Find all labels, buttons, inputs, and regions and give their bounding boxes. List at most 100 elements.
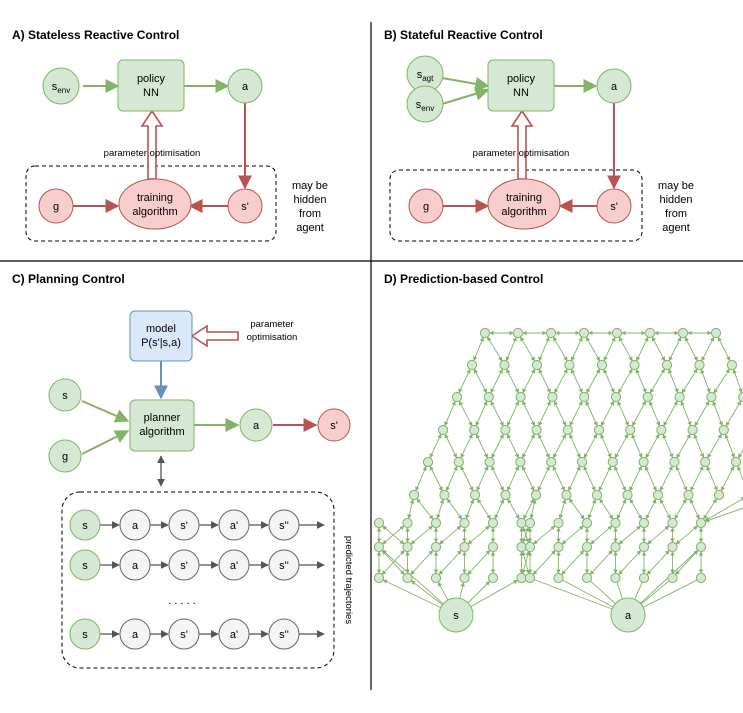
- lattice-edge: [659, 498, 671, 520]
- lattice-node: [479, 327, 491, 339]
- lattice-node: [576, 456, 588, 468]
- trajectory-node-label: s'': [279, 560, 289, 572]
- lattice-node: [706, 391, 717, 403]
- panel-b-title: B) Stateful Reactive Control: [384, 28, 543, 42]
- training-label: training: [506, 192, 542, 204]
- lattice-edge: [645, 498, 657, 520]
- lattice-edge: [725, 400, 742, 427]
- trajectory-node: [218, 618, 250, 650]
- lattice-node: [466, 359, 478, 371]
- param-opt-label-1: parameter: [250, 319, 293, 330]
- lattice-edge: [704, 495, 743, 523]
- lattice-edge: [724, 433, 736, 459]
- lattice-node: [726, 359, 738, 371]
- lattice-edge: [712, 400, 723, 427]
- lattice-node: [531, 424, 542, 436]
- trajectory-node-label: a: [132, 520, 139, 532]
- lattice-edge: [506, 465, 519, 492]
- lattice-edge: [553, 400, 567, 427]
- lattice-edge: [700, 368, 711, 394]
- lattice-edge: [662, 433, 674, 459]
- hidden-line-1: may be: [658, 180, 694, 192]
- lattice-node: [545, 327, 557, 339]
- lattice-node: [408, 489, 420, 501]
- hidden-line-2: hidden: [293, 194, 326, 206]
- lattice-edge: [552, 465, 565, 492]
- goal-label: g: [423, 201, 429, 213]
- panel-a-title: A) Stateless Reactive Control: [12, 28, 179, 42]
- lattice-edge: [668, 336, 682, 362]
- next-state-node: [227, 188, 263, 224]
- s-agt-label: sagt: [417, 69, 434, 83]
- lattice-edge: [537, 465, 550, 492]
- lattice-node: [610, 572, 621, 584]
- lattice-edge: [477, 498, 491, 520]
- lattice-node: [579, 391, 590, 403]
- lattice-edge: [713, 368, 730, 394]
- lattice-edge: [475, 433, 489, 459]
- trajectory-node: [119, 549, 151, 581]
- policy-nn-box: [487, 59, 555, 112]
- trajectory-node: [69, 549, 101, 581]
- lattice-edge: [467, 550, 491, 575]
- trajectory-node-label: a: [132, 560, 139, 572]
- lattice-edge: [538, 400, 551, 427]
- s-label: s: [453, 610, 459, 622]
- lattice-node: [546, 456, 557, 468]
- lattice-node: [524, 572, 536, 584]
- lattice-node: [430, 541, 442, 553]
- lattice-node: [695, 517, 707, 529]
- lattice-node: [451, 391, 463, 403]
- lattice-edge: [694, 400, 710, 427]
- lattice-edge: [732, 368, 743, 394]
- lattice-edge: [616, 498, 627, 520]
- lattice-edge: [473, 336, 484, 362]
- next-state-label: s': [330, 420, 338, 432]
- lattice-edge: [659, 465, 673, 492]
- lattice-node: [718, 424, 729, 436]
- lattice-node: [561, 489, 572, 501]
- lattice-node: [553, 541, 564, 553]
- lattice-edge: [629, 498, 643, 520]
- goal-node: [408, 188, 444, 224]
- lattice-edge: [668, 368, 679, 394]
- lattice-node: [402, 572, 413, 584]
- action-label: a: [611, 81, 618, 93]
- lattice-edge: [629, 465, 642, 492]
- lattice-edge: [737, 465, 743, 492]
- goal-node: [38, 188, 74, 224]
- trajectory-node-label: s: [82, 629, 88, 641]
- lattice-edge: [598, 465, 612, 492]
- lattice-node: [610, 541, 621, 553]
- planner-algorithm-box: [129, 399, 195, 452]
- model-label: model: [146, 323, 176, 335]
- parameter-optimisation-arrow: [140, 109, 164, 180]
- lattice-edge: [429, 433, 442, 459]
- edge-senv-policy: [441, 86, 490, 105]
- lattice-node: [516, 541, 527, 553]
- lattice-edge: [416, 498, 434, 520]
- lattice-edge: [649, 368, 666, 394]
- lattice-node: [611, 327, 623, 339]
- action-label: a: [625, 610, 632, 622]
- lattice-edge: [506, 433, 519, 459]
- lattice-edge: [532, 550, 556, 575]
- lattice-edge: [583, 433, 598, 459]
- lattice-node: [516, 572, 527, 584]
- param-opt-label: parameter optimisation: [473, 148, 570, 159]
- hidden-line-4: agent: [296, 222, 324, 234]
- lattice-node: [500, 489, 511, 501]
- lattice-node: [667, 572, 678, 584]
- lattice-edge: [717, 336, 731, 362]
- lattice-edge: [523, 498, 535, 520]
- lattice-node: [638, 572, 650, 584]
- lattice-edge: [538, 368, 551, 394]
- lattice-node: [644, 327, 656, 339]
- edge-sagt-policy: [441, 76, 490, 91]
- edge-g-planner: [81, 430, 130, 455]
- lattice-edge: [571, 368, 583, 394]
- trajectory-node: [268, 618, 300, 650]
- lattice-node: [638, 517, 650, 529]
- lattice-edge: [570, 336, 583, 362]
